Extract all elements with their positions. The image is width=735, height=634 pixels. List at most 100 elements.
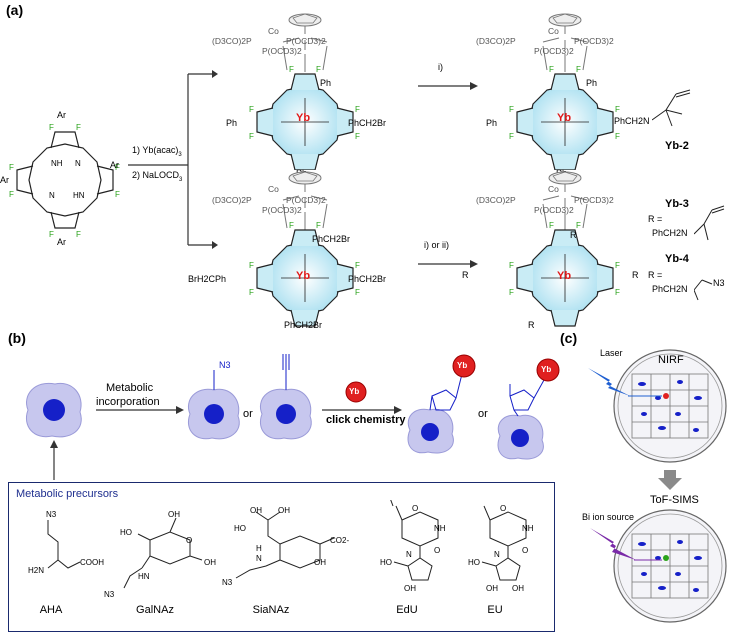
svg-text:HN: HN	[73, 191, 85, 200]
or-label-1: or	[243, 408, 253, 420]
precursor-structures	[47, 500, 527, 589]
aha-h2n: H2N	[28, 566, 45, 575]
ligand-mid-1: P(OCD3)2	[262, 46, 302, 56]
metabolic-label: Metabolic	[106, 382, 154, 394]
edu-ho: HO	[380, 558, 392, 567]
sianaz-n3: N3	[222, 578, 233, 587]
ligand-left-1: (D3CO)2P	[212, 36, 252, 46]
yb-ball-reagent: Yb	[349, 387, 360, 396]
galnaz-oh-2: OH	[204, 558, 216, 567]
edu-nh: NH	[434, 524, 446, 533]
r-left: R	[462, 270, 469, 280]
galnaz-oh-1: OH	[168, 510, 180, 519]
svg-text:F: F	[9, 190, 14, 199]
svg-text:F: F	[49, 123, 54, 132]
co-1: Co	[268, 26, 279, 36]
edu-structure	[390, 500, 439, 581]
ar-top: Ar	[57, 110, 66, 120]
arrow-i-top	[418, 82, 478, 90]
eu-ho: HO	[468, 558, 480, 567]
ph-1b: Ph	[226, 118, 238, 128]
tofsims-label: ToF-SIMS	[650, 494, 699, 506]
azidoethyl-4	[694, 279, 713, 301]
eu-structure	[481, 505, 527, 581]
cell-3	[260, 354, 312, 440]
precursor-aha: AHA	[39, 604, 63, 616]
yb-3-metal: Yb	[296, 270, 311, 282]
panel-label-c: (c)	[560, 330, 578, 346]
aha-n3: N3	[46, 510, 57, 519]
compound-yb-3: Yb-3	[665, 198, 689, 210]
yb-1: Yb	[296, 112, 311, 124]
ligand-mid-4: P(OCD3)2	[534, 205, 574, 215]
svg-text:F: F	[9, 163, 14, 172]
ligand-right-3: P(OCD3)2	[286, 195, 326, 205]
precursor-eu: EU	[487, 604, 503, 616]
panel-b-scheme	[26, 354, 560, 480]
panel-c-scheme	[588, 349, 727, 623]
eu-n: N	[494, 550, 500, 559]
propargyl-2	[652, 89, 691, 127]
complex-yb-3-4	[480, 168, 650, 338]
sianaz-ho: HO	[234, 524, 246, 533]
svg-text:F: F	[76, 230, 81, 239]
nirf-label: NIRF	[658, 354, 684, 366]
galnaz-structure	[123, 517, 203, 589]
phch2br-1: PhCH2Br	[348, 118, 387, 128]
galnaz-hn: HN	[138, 572, 150, 581]
precursor-sianaz: SiaNAz	[252, 604, 290, 616]
compound-yb-4: Yb-4	[665, 253, 689, 265]
ph-2b: Ph	[486, 118, 498, 128]
edu-oh: OH	[404, 584, 416, 593]
ligand-left-4: (D3CO)2P	[476, 195, 516, 205]
svg-text:F: F	[76, 123, 81, 132]
phch2br-3c: PhCH2Br	[284, 320, 323, 330]
phch2br-3a: PhCH2Br	[312, 234, 351, 244]
n3-yb4: N3	[713, 278, 725, 288]
svg-text:N: N	[49, 191, 55, 200]
svg-text:N: N	[75, 159, 81, 168]
brh2cph-3: BrH2CPh	[188, 274, 227, 284]
sianaz-oh-1: OH	[250, 506, 262, 515]
eu-oh-2: OH	[512, 584, 524, 593]
galnaz-n3: N3	[104, 590, 115, 599]
galnaz-ho-1: HO	[120, 528, 132, 537]
laser-label: Laser	[600, 348, 623, 358]
svg-text:F: F	[115, 163, 120, 172]
ar-right: Ar	[110, 160, 119, 170]
ligand-left-3: (D3CO)2P	[212, 195, 252, 205]
galnaz-o: O	[186, 536, 193, 545]
ligand-mid-3: P(OCD3)2	[262, 205, 302, 215]
complex-yb2	[480, 10, 650, 182]
ph-1a: Ph	[320, 78, 332, 88]
click-chemistry-label: click chemistry	[326, 414, 406, 426]
yb-2-metal: Yb	[557, 112, 572, 124]
ligand-left-2: (D3CO)2P	[476, 36, 516, 46]
starting-porphyrin: NH HN N N F F F F F F F F	[5, 110, 125, 245]
ph-2a: Ph	[586, 78, 598, 88]
co-4: Co	[548, 184, 559, 194]
phch2n-2: PhCH2N	[614, 116, 650, 126]
panel-label-b: (b)	[8, 330, 26, 346]
eu-o-1: O	[500, 504, 507, 513]
ligand-right-2: P(OCD3)2	[574, 36, 614, 46]
edu-o-2: O	[434, 546, 441, 555]
eu-o-2: O	[522, 546, 529, 555]
propargyl-3	[694, 205, 725, 241]
sianaz-n: N	[256, 554, 262, 563]
svg-text:F: F	[49, 230, 54, 239]
ar-bottom: Ar	[57, 237, 66, 247]
metabolic-precursors-box	[8, 482, 555, 632]
edu-n: N	[406, 550, 412, 559]
incorporation-label: incorporation	[96, 396, 160, 408]
ligand-right-1: P(OCD3)2	[286, 36, 326, 46]
n3-cell2: N3	[219, 360, 231, 370]
yb-ball-1: Yb	[457, 361, 468, 370]
step2-label: 2) NaLOCD3	[132, 170, 183, 183]
cell-5	[497, 358, 560, 460]
co-2: Co	[548, 26, 559, 36]
eu-oh-1: OH	[486, 584, 498, 593]
phch2br-3b: PhCH2Br	[348, 274, 387, 284]
complex-yb-tetra	[220, 168, 390, 338]
ligand-mid-2: P(OCD3)2	[534, 46, 574, 56]
